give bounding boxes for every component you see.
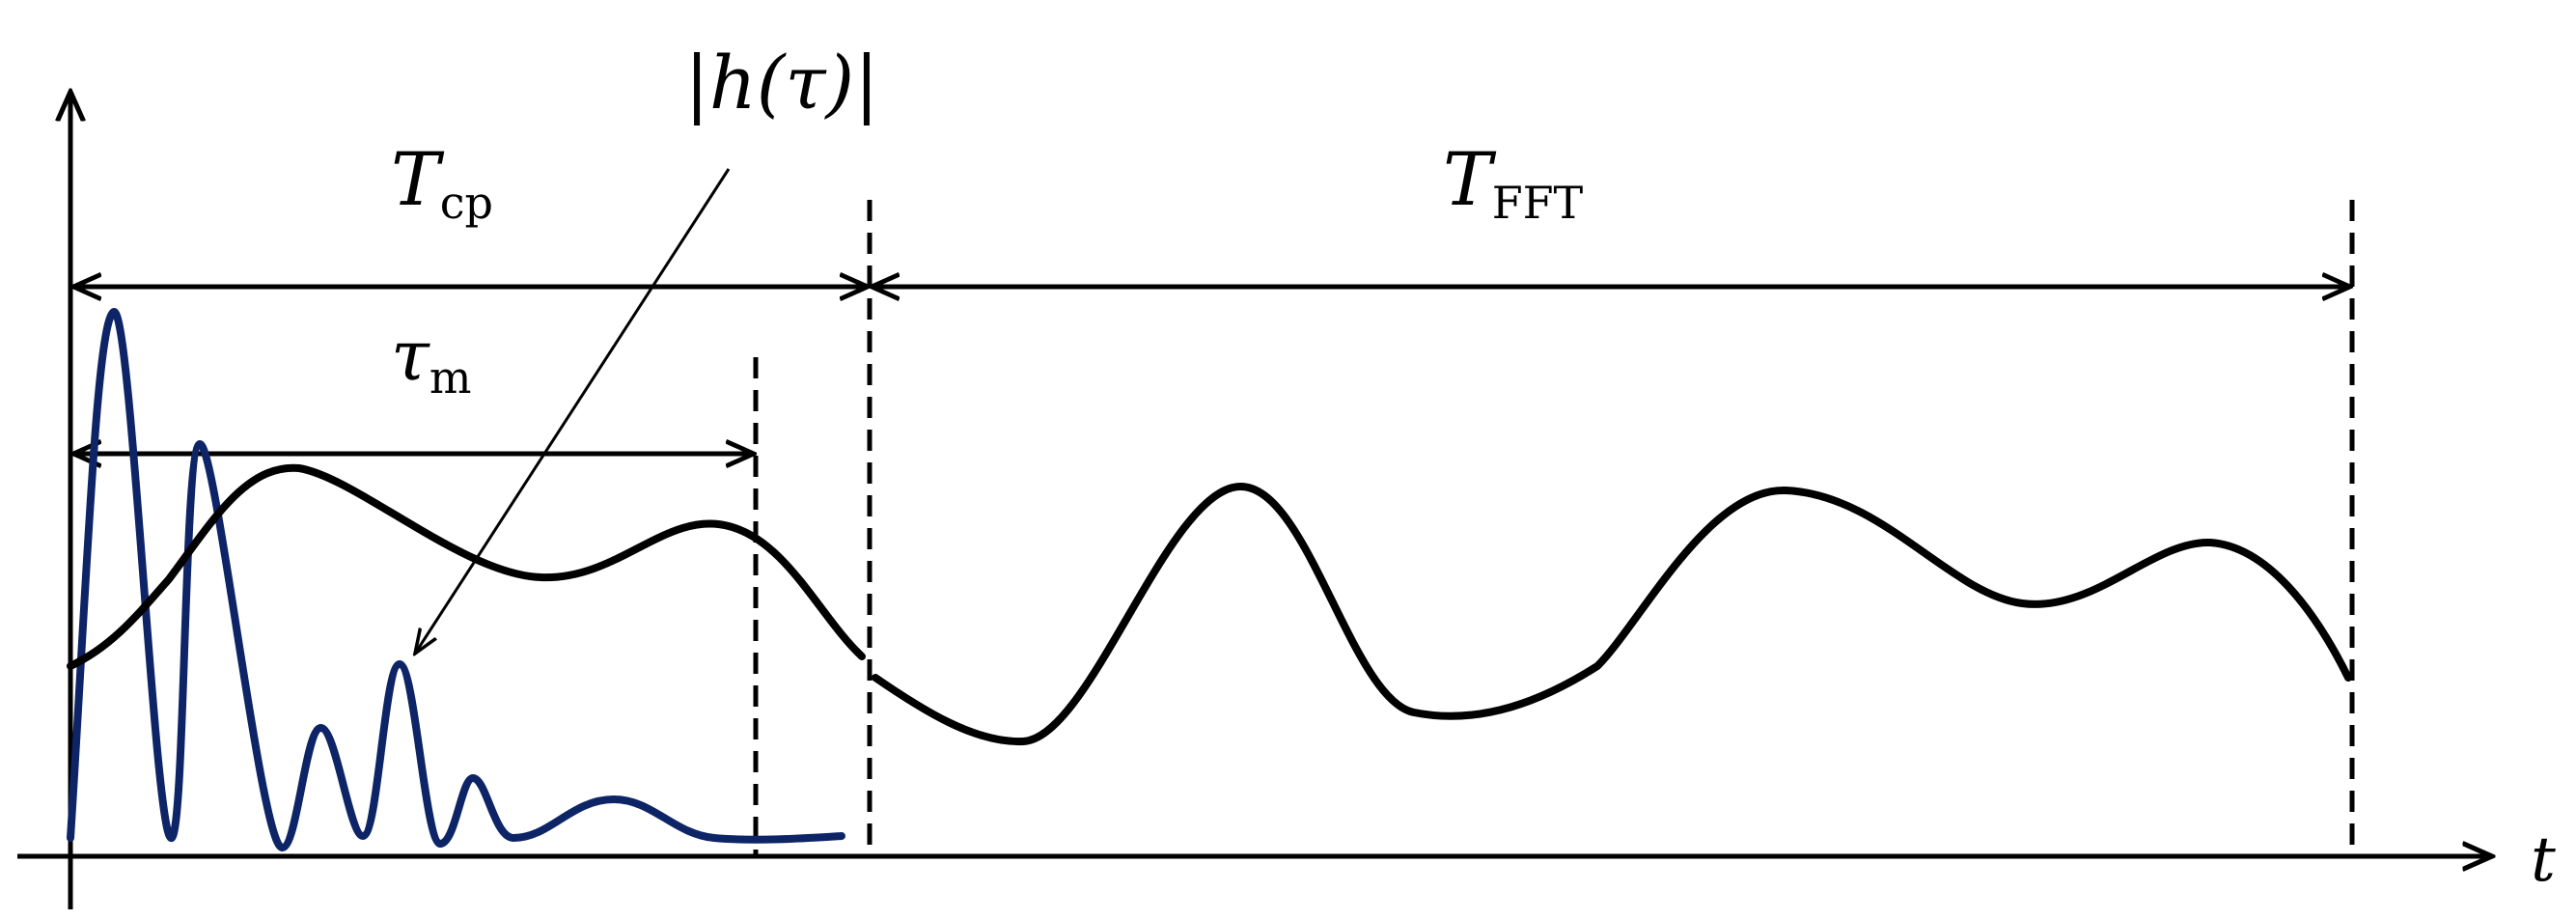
impulse-response-pointer [415,168,731,654]
cp-duration-label: Tcp [391,136,493,229]
max-delay-label: τm [391,315,471,404]
time-axis-label: t [2531,824,2556,896]
fft-duration-label: TFFT [1443,136,1584,229]
impulse-response-label: |h(τ)| [684,40,879,125]
impulse-response-curve [67,307,845,851]
cyclic-prefix-waveform [67,463,866,670]
fft-window-waveform [872,482,2352,746]
